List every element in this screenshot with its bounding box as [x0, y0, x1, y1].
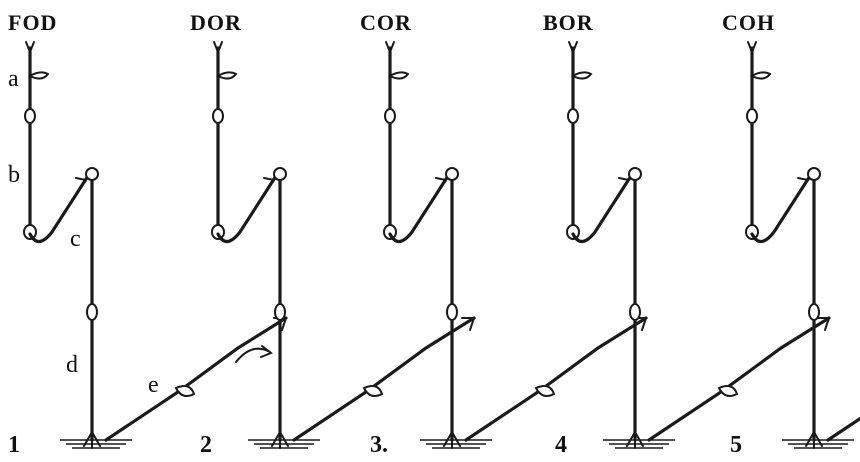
stage-number-1: 1 — [8, 432, 20, 458]
stage-1-node-upper — [24, 108, 36, 124]
stage-2-node-bend — [211, 224, 225, 240]
stage-4-ground — [603, 439, 675, 449]
stage-2-branch-tip — [263, 177, 276, 189]
header-stage-3: COR — [360, 10, 412, 35]
header-stage-4: BOR — [543, 10, 594, 35]
stage-3-roots — [443, 431, 461, 449]
stage-2-node-top — [273, 167, 287, 181]
stage-3-node-top — [445, 167, 459, 181]
stage-3-node-middle — [446, 303, 458, 321]
stage-number-5: 5 — [730, 432, 742, 458]
label-b: b — [8, 162, 20, 188]
header-stage-1: FOD — [8, 10, 57, 35]
stage-2-layered-tip — [461, 317, 476, 331]
stage-3-node-upper — [384, 108, 396, 124]
label-c: c — [70, 226, 81, 252]
stage-5-roots — [805, 431, 823, 449]
stage-2-roots — [271, 431, 289, 449]
stage-4-shoot-tip — [568, 41, 578, 55]
stage-3-node-bend — [383, 224, 397, 240]
stage-1-node-top — [85, 167, 99, 181]
stage-4-leaf-a — [570, 71, 593, 80]
stage-3-rising-branch — [388, 174, 450, 244]
stage-3-leaf-e — [534, 385, 556, 397]
stage-5-node-bend — [745, 224, 759, 240]
stage-2-layered-shoot — [292, 316, 476, 442]
header-stage-2: DOR — [190, 10, 242, 35]
stage-2-node-middle — [274, 303, 286, 321]
stage-1-rising-branch — [28, 174, 90, 244]
stage-number-4: 4 — [555, 432, 567, 458]
stage-number-2: 2 — [200, 432, 212, 458]
stage-5-node-top — [807, 167, 821, 181]
stage-3-layered-shoot — [464, 316, 648, 442]
stage-2-shoot-tip — [213, 41, 223, 55]
stage-5-node-middle — [808, 303, 820, 321]
label-a: a — [8, 66, 19, 92]
transfer-arrowhead — [260, 345, 273, 358]
stage-4-layered-tip — [816, 317, 831, 331]
stage-4-node-upper — [567, 108, 579, 124]
stage-3-leaf-a — [387, 71, 410, 80]
stage-2-leaf-a — [215, 71, 238, 80]
stage-4-node-bend — [566, 224, 580, 240]
stage-5-rising-branch — [750, 174, 812, 244]
stage-5-ground — [782, 439, 854, 449]
stage-1-leaf-a — [27, 71, 50, 80]
stage-4-rising-branch — [571, 174, 633, 244]
stage-4-layered-shoot — [647, 316, 831, 442]
stage-2-rising-branch — [216, 174, 278, 244]
stage-5-leaf-a — [749, 71, 772, 80]
label-e: e — [148, 372, 159, 398]
stage-5-node-upper — [746, 108, 758, 124]
stage-4-leaf-e — [717, 385, 739, 397]
stage-1-node-middle — [86, 303, 98, 321]
stage-1-leaf-e — [174, 385, 196, 397]
stage-1-layered-shoot — [104, 316, 288, 442]
label-d: d — [66, 352, 78, 378]
stage-3-ground — [420, 439, 492, 449]
stage-4-node-middle — [629, 303, 641, 321]
stage-2-leaf-e — [362, 385, 384, 397]
stage-1-branch-tip — [75, 177, 88, 189]
stage-3-shoot-tip — [385, 41, 395, 55]
stage-5-shoot-tip — [747, 41, 757, 55]
stage-3-branch-tip — [435, 177, 448, 189]
stage-2-node-upper — [212, 108, 224, 124]
stage-number-3: 3. — [370, 432, 388, 458]
stage-1-shoot-tip — [25, 41, 35, 55]
stage-1-ground — [60, 439, 132, 449]
stage-1-roots — [83, 431, 101, 449]
stage-4-branch-tip — [618, 177, 631, 189]
stage-5-branch-tip — [797, 177, 810, 189]
header-stage-5: COH — [722, 10, 775, 35]
stage-4-node-top — [628, 167, 642, 181]
stage-5-layered-shoot — [826, 416, 860, 442]
stage-2-ground — [248, 439, 320, 449]
stage-1-node-bend — [23, 224, 37, 240]
stage-4-roots — [626, 431, 644, 449]
